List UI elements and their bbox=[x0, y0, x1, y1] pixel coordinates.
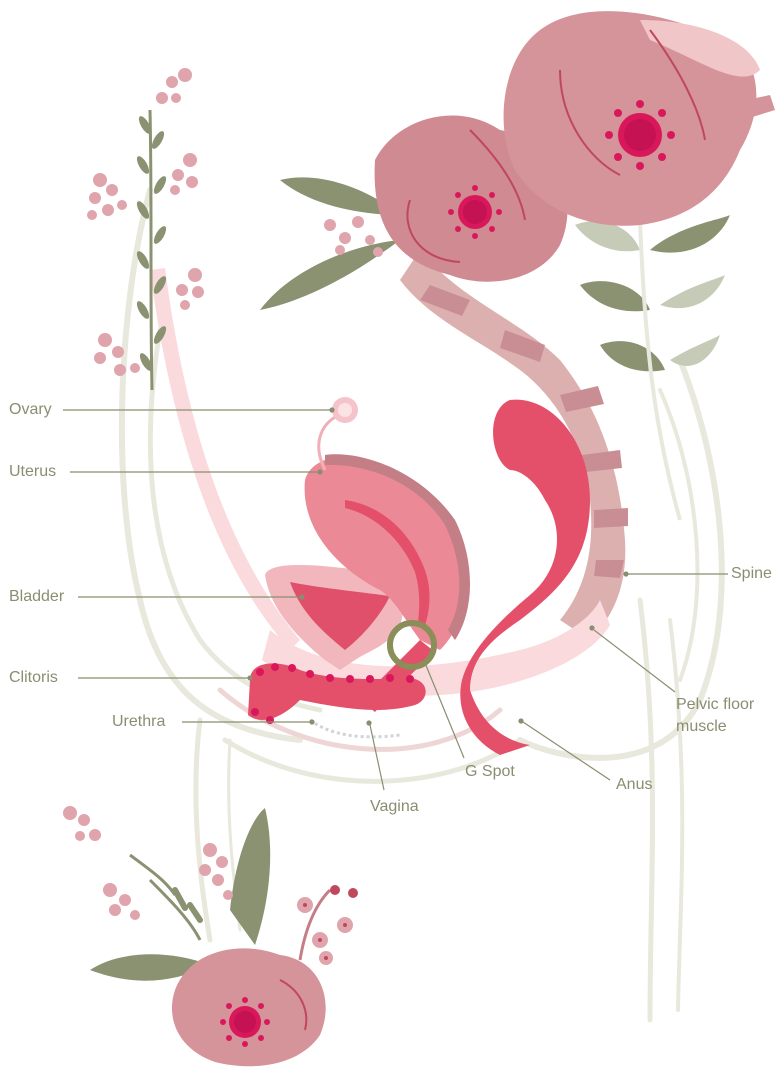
heather-sprig-icon bbox=[63, 806, 233, 920]
label-clitoris: Clitoris bbox=[9, 668, 58, 688]
label-g-spot: G Spot bbox=[465, 762, 515, 782]
label-vagina: Vagina bbox=[370, 797, 419, 817]
rectum bbox=[460, 400, 590, 755]
label-uterus: Uterus bbox=[9, 462, 56, 482]
leader-line-clitoris bbox=[78, 676, 252, 680]
label-bladder: Bladder bbox=[9, 587, 64, 607]
leader-line-anus bbox=[519, 719, 610, 780]
leader-line-spine bbox=[624, 572, 728, 576]
cherry-blossom-icon bbox=[297, 885, 358, 965]
leader-line-ovary bbox=[63, 408, 334, 412]
ovary bbox=[332, 397, 358, 423]
label-spine: Spine bbox=[731, 564, 772, 584]
leader-line-bladder bbox=[78, 595, 304, 599]
heather-sprig-icon bbox=[87, 68, 204, 390]
leader-line-pelvic-floor bbox=[590, 626, 675, 692]
label-urethra: Urethra bbox=[112, 712, 165, 732]
label-ovary: Ovary bbox=[9, 400, 52, 420]
poppy-flower-icon bbox=[504, 11, 775, 226]
label-pelvic-floor-muscle: Pelvic floor muscle bbox=[676, 694, 776, 738]
poppy-flower-icon bbox=[172, 948, 326, 1066]
label-anus: Anus bbox=[616, 775, 652, 795]
